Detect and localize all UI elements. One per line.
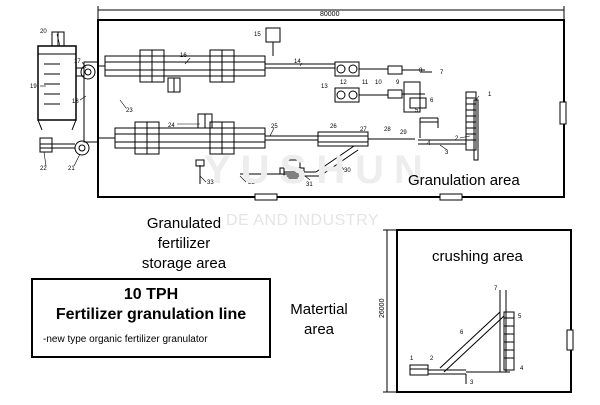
storage-area-line2: storage area (141, 255, 227, 272)
item-number: 18 (72, 99, 79, 105)
length-dimension-text: 80000 (320, 11, 340, 18)
packing-conveyor (317, 131, 369, 147)
crusher-item-number: 6 (460, 330, 464, 336)
item-number: 16 (180, 53, 187, 59)
title-box: 10 TPH Fertilizer granulation line -new … (31, 278, 271, 358)
item-number: 19 (30, 84, 37, 90)
item-number: 1 (488, 92, 492, 98)
item-number: 9 (396, 80, 400, 86)
item-number: 23 (126, 108, 133, 114)
item-number: 7 (440, 70, 444, 76)
item-number: 31 (306, 182, 313, 188)
item-number: 2 (455, 136, 459, 142)
coating-unit (403, 81, 421, 113)
item-number: 21 (68, 166, 75, 172)
title-capacity: 10 TPH (123, 286, 179, 303)
item-number: 24 (168, 123, 175, 129)
material-area-line1: Matertial (290, 301, 348, 318)
crusher-item-number: 2 (430, 356, 434, 362)
item-number: 20 (40, 29, 47, 35)
title-line-name: Fertilizer granulation line (55, 306, 247, 323)
material-area-label: Matertial area (288, 300, 350, 340)
dryer-drum (104, 55, 266, 77)
packing-machine (283, 159, 301, 179)
cooler-drum (114, 127, 266, 149)
item-number: 5 (415, 108, 419, 114)
induced-fan (74, 140, 90, 156)
item-number: 17 (74, 59, 81, 65)
door-mark (559, 101, 567, 125)
crusher-feeder (409, 364, 429, 376)
item-number: 25 (271, 124, 278, 130)
item-number: 22 (40, 166, 47, 172)
crusher-item-number: 3 (470, 380, 474, 386)
crushing-area-label: crushing area (432, 248, 523, 265)
item-number: 4 (427, 141, 431, 147)
storage-area-label: Granulated fertilizer storage area (122, 214, 246, 274)
item-number: 33 (207, 180, 214, 186)
watermark-text: DE AND INDUSTRY (226, 212, 380, 229)
screening-machine (334, 61, 360, 77)
item-number: 6 (430, 98, 434, 104)
crushing-building-outline (396, 229, 572, 393)
item-number: 15 (254, 32, 261, 38)
item-number: 29 (400, 130, 407, 136)
granulation-area-label: Granulation area (408, 172, 520, 189)
crusher-item-number: 4 (520, 366, 524, 372)
door-mark (439, 193, 463, 201)
item-number: 27 (360, 127, 367, 133)
item-number: 12 (340, 80, 347, 86)
crusher-inclined-belt (439, 311, 501, 369)
inclined-conveyor (315, 145, 355, 173)
item-number: 13 (321, 84, 328, 90)
crusher-item-number: 5 (518, 314, 522, 320)
item-number: 8 (419, 68, 423, 74)
induced-fan (80, 64, 96, 80)
item-number: 28 (384, 127, 391, 133)
item-number: 32 (248, 180, 255, 186)
door-mark (254, 193, 278, 201)
bucket-elevator (465, 91, 477, 151)
crusher-item-number: 1 (410, 356, 414, 362)
storage-area-line1: Granulated fertilizer (146, 215, 222, 252)
crusher-elevator (503, 311, 515, 371)
screening-machine (334, 87, 360, 103)
material-area-line2: area (303, 321, 335, 338)
cyclone-duct (83, 61, 99, 143)
width-dimension-text: 26000 (379, 298, 386, 318)
item-number: 26 (330, 124, 337, 130)
brand-watermark: YUSHUN (204, 148, 433, 192)
item-number: 10 (375, 80, 382, 86)
item-number: 30 (344, 168, 351, 174)
title-subtitle: -new type organic fertilizer granulator (43, 334, 208, 345)
crusher-item-number: 7 (494, 286, 498, 292)
door-mark (566, 329, 574, 351)
item-number: 11 (362, 80, 369, 86)
hot-air-stove (37, 45, 77, 121)
item-number: 14 (294, 59, 301, 65)
hopper (265, 27, 281, 43)
item-number: 3 (445, 150, 449, 156)
